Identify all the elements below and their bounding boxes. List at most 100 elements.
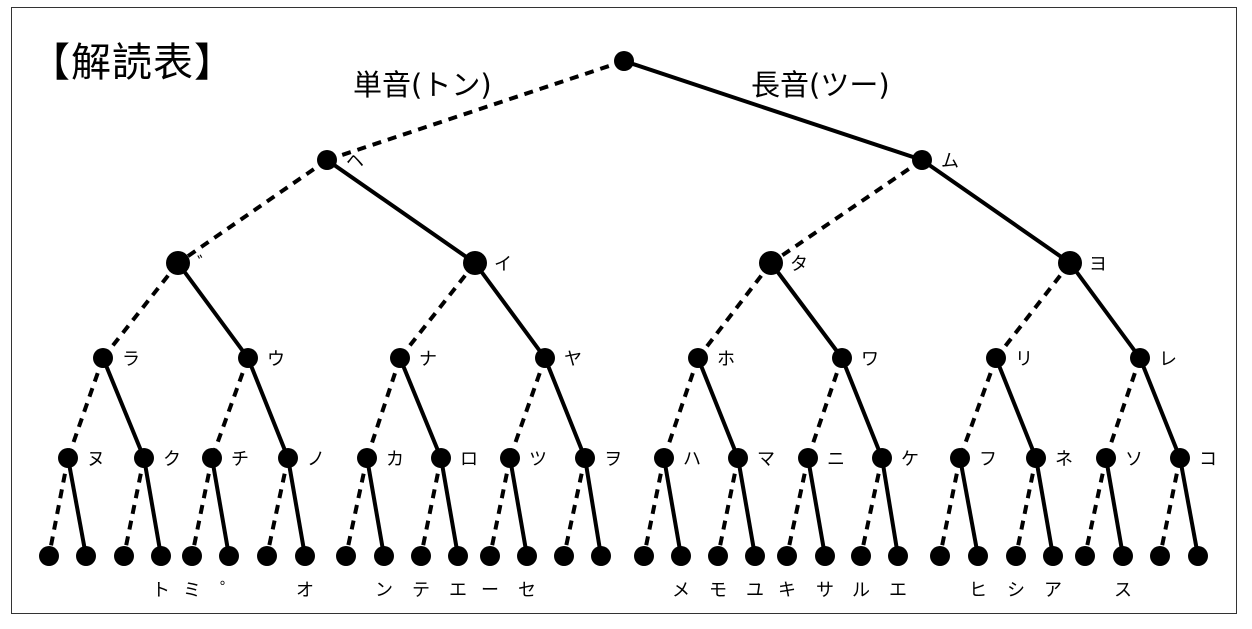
tree-node	[182, 546, 202, 566]
leaf-label: ミ	[183, 580, 201, 601]
tree-node	[554, 546, 574, 566]
tree-node	[278, 448, 298, 468]
long-tone-edge	[623, 59, 923, 162]
leaf-label: サ	[816, 580, 834, 601]
long-tone-edge	[806, 457, 827, 557]
long-tone-edge	[508, 457, 529, 557]
tree-node	[390, 348, 410, 368]
leaf-label: メ	[672, 580, 690, 601]
tree-node	[463, 251, 487, 275]
short-tone-edge	[938, 457, 962, 557]
tree-node	[1150, 546, 1170, 566]
tree-node	[654, 448, 674, 468]
leaf-label: ン	[375, 580, 393, 601]
tree-node	[238, 348, 258, 368]
long-tone-edge	[398, 357, 443, 459]
long-tone-edge	[920, 158, 1072, 265]
node-label: ハ	[683, 449, 701, 470]
node-label: リ	[1015, 349, 1033, 370]
tree-node	[114, 546, 134, 566]
tree-node	[219, 546, 239, 566]
tree-node	[1096, 448, 1116, 468]
short-tone-edge	[419, 457, 443, 557]
long-tone-edge	[1104, 457, 1125, 557]
short-tone-edge	[122, 457, 146, 557]
leaf-label: ー	[481, 580, 499, 601]
short-tone-edge	[508, 357, 547, 459]
leaf-label: オ	[296, 580, 314, 601]
tree-node	[591, 546, 611, 566]
tree-node	[431, 448, 451, 468]
node-label: タ	[790, 254, 808, 275]
short-tone-edge	[785, 457, 810, 557]
short-tone-edge	[47, 457, 70, 557]
node-label: チ	[231, 449, 249, 470]
short-tone-edge	[642, 457, 666, 557]
short-tone-edge	[190, 457, 214, 557]
node-label: ヤ	[564, 349, 582, 370]
leaf-label: モ	[709, 580, 727, 601]
node-label: ワ	[861, 349, 879, 370]
node-label: イ	[494, 254, 512, 275]
node-label: ヌ	[87, 449, 105, 470]
tree-node	[832, 348, 852, 368]
long-tone-edge	[840, 357, 884, 459]
long-tone-edge	[246, 357, 290, 459]
long-tone-edge	[994, 357, 1038, 459]
short-tone-edge	[662, 357, 700, 459]
tree-node	[151, 546, 171, 566]
tree-node	[688, 348, 708, 368]
tree-node	[950, 448, 970, 468]
short-tone-edge	[1104, 357, 1142, 459]
tree-node	[317, 150, 337, 170]
short-tone-edge	[806, 357, 844, 459]
short-tone-edge	[716, 457, 740, 557]
tree-node	[614, 51, 634, 71]
short-tone-edge	[696, 261, 773, 360]
tree-node	[535, 348, 555, 368]
node-label: ウ	[267, 349, 285, 370]
node-label: ナ	[419, 349, 437, 370]
tree-node	[1043, 546, 1063, 566]
short-tone-edge	[66, 357, 105, 459]
tree-node	[671, 546, 691, 566]
leaf-label: ヒ	[969, 580, 987, 601]
leaf-label: エ	[889, 580, 907, 601]
node-label: フ	[979, 449, 997, 470]
tree-node	[1006, 546, 1026, 566]
page-title: 【解読表】	[30, 40, 235, 86]
node-label: ヲ	[604, 449, 622, 470]
long-tone-edge	[662, 457, 683, 557]
tree-node	[1026, 448, 1046, 468]
node-label: ヨ	[1089, 254, 1107, 275]
long-tone-edge	[880, 457, 900, 557]
node-label: ニ	[827, 449, 845, 470]
node-label: ク	[163, 449, 181, 470]
short-tone-edge	[488, 457, 512, 557]
long-tone-edge	[473, 261, 547, 360]
tree-node	[930, 546, 950, 566]
leaf-label: エ	[449, 580, 467, 601]
tree-node	[93, 348, 113, 368]
short-tone-edge	[958, 357, 998, 459]
node-label: ノ	[307, 449, 325, 470]
long-tone-edge	[583, 457, 603, 557]
node-label: ロ	[460, 449, 478, 470]
tree-node	[295, 546, 315, 566]
short-tone-edge	[398, 261, 477, 360]
tree-node	[1113, 546, 1133, 566]
node-label: レ	[1159, 349, 1177, 370]
short-tone-edge	[562, 457, 587, 557]
node-label: ケ	[901, 449, 919, 470]
long-tone-edge	[101, 357, 146, 459]
short-tone-edge	[265, 457, 290, 557]
short-tone-edge	[176, 158, 329, 265]
tree-node	[500, 448, 520, 468]
leaf-label: ル	[852, 580, 870, 601]
node-label: ゛	[197, 254, 215, 275]
short-tone-edge	[365, 357, 402, 459]
long-tone-edge	[66, 457, 88, 557]
long-tone-edge	[365, 457, 386, 557]
tree-node	[986, 348, 1006, 368]
